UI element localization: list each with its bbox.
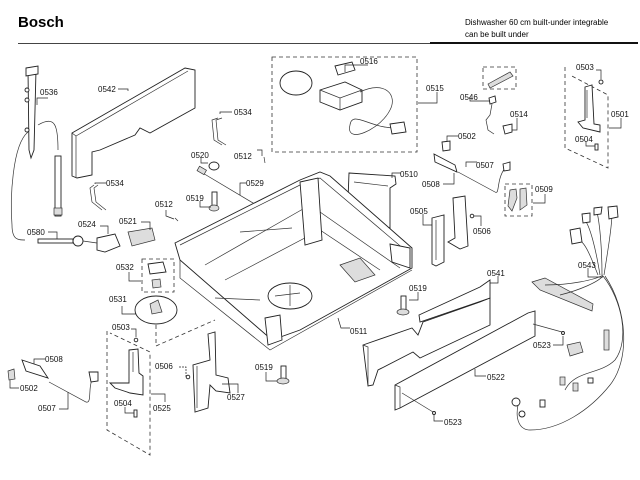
part-0542-drawing[interactable]	[71, 67, 196, 179]
part-0519-lower-drawing[interactable]	[276, 365, 290, 385]
model-description-line1: Dishwasher 60 cm built-under integrable	[465, 18, 609, 27]
part-label-0519-lower[interactable]: 0519	[255, 363, 273, 372]
power-plug	[389, 121, 407, 135]
part-label-0502-upper[interactable]: 0502	[458, 132, 476, 141]
part-0541-drawing[interactable]	[362, 279, 491, 387]
part-0534-upper-drawing[interactable]	[211, 117, 227, 146]
part-0503-upper-drawing[interactable]	[598, 79, 604, 85]
part-label-0512-left[interactable]: 0512	[155, 200, 173, 209]
power-cord-cable	[349, 87, 396, 135]
part-label-0521[interactable]: 0521	[119, 217, 137, 226]
part-label-0511[interactable]: 0511	[350, 327, 368, 336]
part-label-0529[interactable]: 0529	[246, 179, 264, 188]
part-0507-upper-drawing[interactable]	[457, 161, 511, 193]
part-label-0546[interactable]: 0546	[460, 93, 478, 102]
part-0525-group-box	[106, 331, 151, 456]
header-divider-accent	[430, 42, 638, 44]
part-label-0516[interactable]: 0516	[360, 57, 378, 66]
part-0523-right-drawing[interactable]	[532, 323, 565, 335]
part-0512-upper-drawing[interactable]	[263, 156, 266, 164]
part-0502-lower-drawing[interactable]	[7, 368, 16, 381]
part-label-0524[interactable]: 0524	[78, 220, 96, 229]
part-0520-drawing[interactable]	[208, 161, 220, 171]
part-label-0523-right[interactable]: 0523	[533, 341, 551, 350]
part-label-0520[interactable]: 0520	[191, 151, 209, 160]
part-label-0508-right[interactable]: 0508	[422, 180, 440, 189]
part-label-0502-lower[interactable]: 0502	[20, 384, 38, 393]
part-0546-group-box	[482, 66, 517, 90]
part-label-0536[interactable]: 0536	[40, 88, 58, 97]
part-label-0542[interactable]: 0542	[98, 85, 116, 94]
part-label-0504-lower[interactable]: 0504	[114, 399, 132, 408]
part-label-0532[interactable]: 0532	[116, 263, 134, 272]
part-0502-upper-drawing[interactable]	[441, 140, 451, 152]
part-label-0580[interactable]: 0580	[27, 228, 45, 237]
part-0505-drawing[interactable]	[431, 195, 469, 267]
part-0508-right-drawing[interactable]	[433, 153, 458, 173]
part-label-0541[interactable]: 0541	[487, 269, 505, 278]
part-0546-drawing[interactable]	[485, 95, 497, 135]
part-0503-lower-drawing[interactable]	[133, 337, 139, 343]
part-0506-right-drawing[interactable]	[469, 213, 475, 219]
part-0504-upper-drawing[interactable]	[594, 143, 599, 151]
part-label-0523-lower[interactable]: 0523	[444, 418, 462, 427]
part-label-0519-upper[interactable]: 0519	[186, 194, 204, 203]
part-0523-lower-drawing[interactable]	[401, 392, 436, 415]
part-0524-drawing[interactable]	[96, 233, 121, 253]
part-0514-drawing[interactable]	[502, 123, 513, 135]
part-0507-lower-drawing[interactable]	[48, 371, 99, 403]
part-0501-drawing[interactable]	[577, 84, 601, 133]
part-label-0510[interactable]: 0510	[400, 170, 418, 179]
part-0580-drawing[interactable]	[37, 235, 98, 247]
part-0536-drawing[interactable]	[11, 65, 63, 241]
part-label-0534-upper[interactable]: 0534	[234, 108, 252, 117]
part-label-0507-upper[interactable]: 0507	[476, 161, 494, 170]
part-0531-drawing[interactable]	[134, 295, 178, 325]
part-0519-middle-drawing[interactable]	[396, 295, 410, 316]
model-description: Dishwasher 60 cm built-under integrable …	[465, 17, 608, 41]
part-0509-drawing[interactable]	[507, 187, 528, 212]
part-0519-upper-drawing[interactable]	[208, 191, 220, 212]
part-label-0506-lower[interactable]: 0506	[155, 362, 173, 371]
part-0527-drawing[interactable]	[192, 331, 231, 413]
part-0521-drawing[interactable]	[127, 227, 156, 247]
part-label-0514[interactable]: 0514	[510, 110, 528, 119]
part-label-0543[interactable]: 0543	[578, 261, 596, 270]
part-label-0507-lower[interactable]: 0507	[38, 404, 56, 413]
part-label-0503-lower[interactable]: 0503	[112, 323, 130, 332]
part-label-0531[interactable]: 0531	[109, 295, 127, 304]
part-label-0505[interactable]: 0505	[410, 207, 428, 216]
part-0516-drawing[interactable]	[279, 61, 363, 111]
part-0501-group-box	[564, 67, 609, 169]
part-0515-group-box	[271, 56, 418, 153]
part-label-0522[interactable]: 0522	[487, 373, 505, 382]
part-0506-lower-drawing[interactable]	[185, 374, 191, 380]
model-description-line2: can be built under	[465, 30, 529, 39]
part-0534-lower-drawing[interactable]	[89, 184, 107, 211]
part-0525-drawing[interactable]	[108, 348, 144, 396]
part-0522-drawing[interactable]	[394, 310, 536, 411]
part-label-0519-middle[interactable]: 0519	[409, 284, 427, 293]
part-label-0515[interactable]: 0515	[426, 84, 444, 93]
0531-leader-dash	[155, 319, 216, 347]
part-label-0509[interactable]: 0509	[535, 185, 553, 194]
part-label-0503-upper[interactable]: 0503	[576, 63, 594, 72]
part-label-0512-upper[interactable]: 0512	[234, 152, 252, 161]
part-0543-drawing[interactable]	[511, 205, 624, 431]
brand-title: Bosch	[18, 14, 64, 31]
part-0511-base-frame-drawing[interactable]	[174, 171, 413, 351]
part-0504-lower-drawing[interactable]	[133, 409, 138, 418]
part-0509-group-box	[504, 183, 533, 217]
part-label-0534-lower[interactable]: 0534	[106, 179, 124, 188]
part-label-0508-left[interactable]: 0508	[45, 355, 63, 364]
header-divider	[18, 43, 638, 44]
part-label-0501[interactable]: 0501	[611, 110, 629, 119]
part-0532-group-box	[141, 258, 175, 293]
part-0512-left-drawing[interactable]	[174, 217, 179, 222]
part-label-0506-right[interactable]: 0506	[473, 227, 491, 236]
part-label-0504-upper[interactable]: 0504	[575, 135, 593, 144]
part-label-0527[interactable]: 0527	[227, 393, 245, 402]
part-0532-drawing[interactable]	[147, 261, 167, 289]
part-label-0525[interactable]: 0525	[153, 404, 171, 413]
